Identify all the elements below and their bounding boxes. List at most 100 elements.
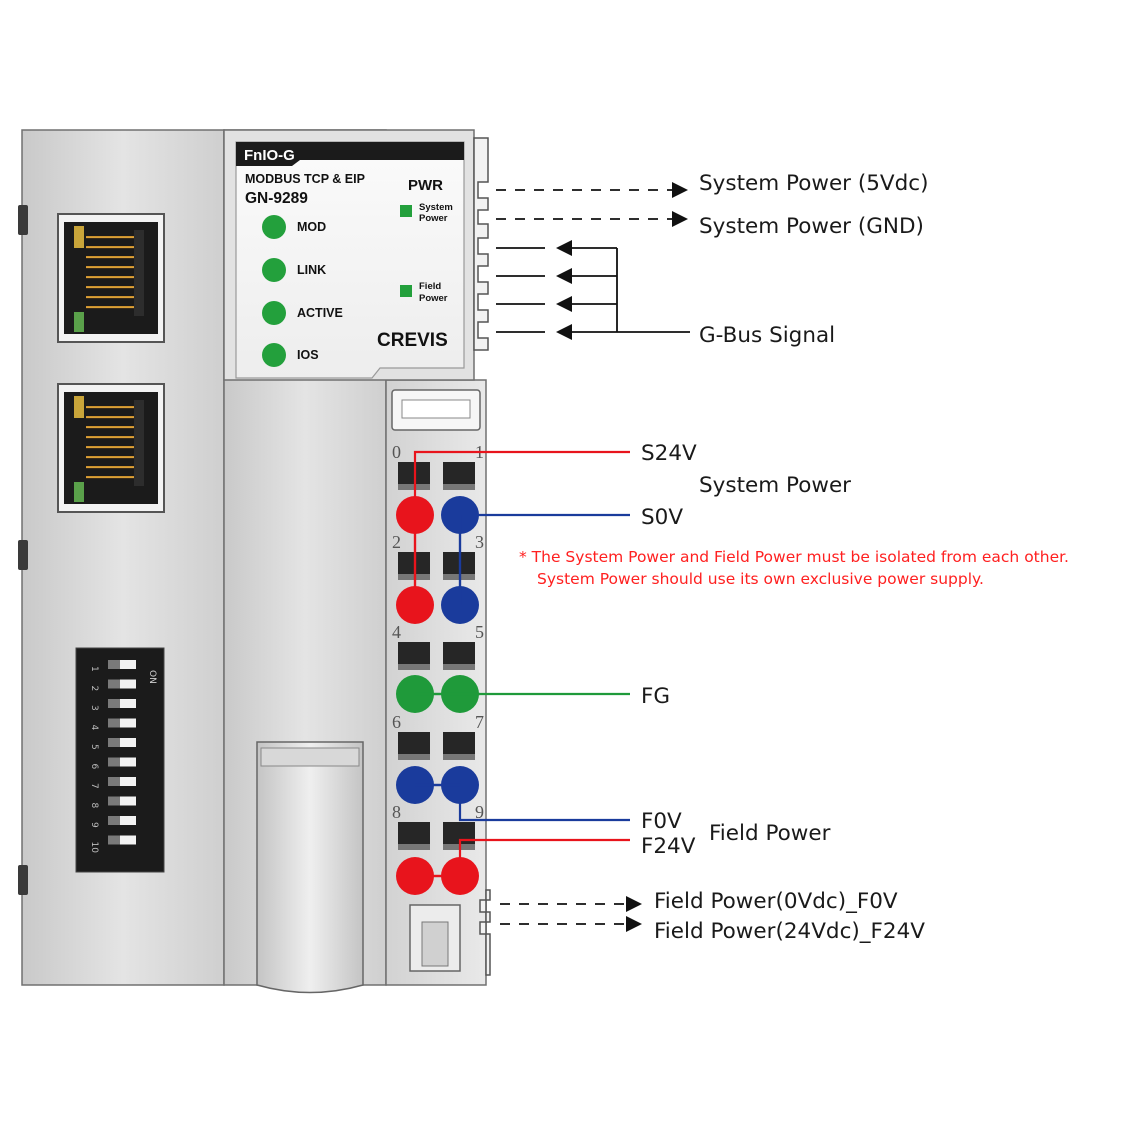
terminal-slot-edge (398, 754, 430, 760)
system-power-gnd-label: System Power (GND) (699, 214, 924, 239)
callout-arrows (496, 182, 690, 932)
terminal-number: 8 (392, 802, 401, 822)
dip-switch-knob (120, 679, 136, 689)
isolation-note-line2: System Power should use its own exclusiv… (537, 570, 984, 588)
field-power-led-line2: Power (419, 293, 448, 304)
terminal-slot-edge (443, 754, 475, 760)
dip-switch-number: 3 (89, 705, 99, 711)
mod-led-label: MOD (297, 220, 326, 234)
rail-notch (18, 540, 28, 570)
dip-switch-knob (120, 757, 136, 767)
ios-led (262, 343, 286, 367)
callout-labels: System Power (5Vdc) System Power (GND) G… (519, 171, 1069, 944)
dip-switch[interactable]: 8 (89, 796, 136, 809)
dip-switch-number: 10 (89, 842, 99, 854)
link-led (262, 258, 286, 282)
series-banner (236, 142, 464, 166)
dip-switch-number: 8 (89, 803, 99, 809)
dip-switch[interactable]: 10 (89, 835, 136, 854)
terminal-number: 2 (392, 532, 401, 552)
field-power-label: Field Power (709, 821, 831, 846)
ethernet-port-1[interactable] (57, 213, 165, 343)
dip-switch-number: 7 (89, 783, 99, 789)
rail-notch (18, 205, 28, 235)
terminal-slot-edge (443, 484, 475, 490)
dip-switch[interactable]: 5 (89, 738, 136, 750)
dip-switch[interactable]: 3 (89, 699, 136, 711)
power-leds: System Power Field Power (400, 202, 453, 304)
system-power-led-line2: Power (419, 213, 448, 224)
dip-switch-number: 1 (89, 666, 99, 672)
dip-switch-knob (120, 718, 136, 728)
dip-switch[interactable]: 7 (89, 777, 136, 789)
pwr-title: PWR (408, 177, 443, 194)
system-power-label: System Power (699, 473, 851, 498)
device-body: ON 1 2 3 4 5 6 7 8 9 10 FnIO-G MODBUS TCP & EIP G… (18, 129, 491, 994)
dip-on-label: ON (147, 670, 157, 684)
release-latch[interactable] (256, 741, 364, 994)
system-power-led-line1: System (419, 202, 453, 213)
dip-switch-block[interactable]: ON 1 2 3 4 5 6 7 8 9 10 (75, 647, 165, 873)
dip-switch-number: 5 (89, 744, 99, 750)
dip-switch-number: 6 (89, 764, 99, 770)
mod-led (262, 215, 286, 239)
system-power-5v-arrowhead (672, 182, 688, 198)
field-power-24v-label: Field Power(24Vdc)_F24V (654, 919, 925, 944)
dip-switch-knob (120, 816, 136, 825)
rail-notch (18, 865, 28, 895)
terminal-number: 4 (392, 622, 401, 642)
dip-switch-number: 4 (89, 725, 99, 731)
field-power-24v-arrowhead (626, 916, 642, 932)
terminal-slot-edge (398, 844, 430, 850)
gbus-arrowhead (556, 296, 572, 312)
s24v-wire (413, 450, 630, 515)
status-leds: MOD LINK ACTIVE IOS (262, 215, 343, 367)
wiring (396, 450, 630, 895)
model-label: GN-9289 (245, 190, 308, 207)
dip-switch[interactable]: 9 (89, 816, 136, 828)
dip-switch-number: 9 (89, 822, 99, 828)
terminal-number: 9 (475, 802, 484, 822)
fg-label: FG (641, 684, 670, 709)
ios-led-label: IOS (297, 348, 319, 362)
gbus-arrowhead (556, 268, 572, 284)
dip-switch[interactable]: 6 (89, 757, 136, 770)
gbus-label: G-Bus Signal (699, 323, 835, 348)
dip-switch[interactable]: 1 (89, 660, 136, 672)
dip-switch-knob (120, 835, 136, 845)
f24v-label: F24V (641, 834, 696, 859)
field-power-0v-arrowhead (626, 896, 642, 912)
system-power-gnd-arrowhead (672, 211, 688, 227)
gbus-contact-comb (473, 137, 489, 351)
link-led-label: LINK (297, 263, 326, 277)
series-label: FnIO-G (244, 147, 295, 164)
terminal-number: 6 (392, 712, 401, 732)
active-led (262, 301, 286, 325)
gbus-arrowhead (556, 240, 572, 256)
dip-switch-knob (120, 738, 136, 747)
brand-label: CREVIS (377, 330, 448, 351)
dip-switch-knob (120, 777, 136, 786)
isolation-note-line1: * The System Power and Field Power must … (519, 548, 1069, 566)
terminal-number: 3 (475, 532, 484, 552)
active-led-label: ACTIVE (297, 306, 343, 320)
terminal-slot-edge (443, 664, 475, 670)
field-power-led (400, 285, 412, 297)
dip-switch[interactable]: 4 (89, 718, 136, 731)
protocol-label: MODBUS TCP & EIP (245, 172, 365, 186)
terminal-release-lever[interactable] (409, 904, 461, 972)
field-power-0v-label: Field Power(0Vdc)_F0V (654, 889, 898, 914)
ethernet-port-2[interactable] (57, 383, 165, 513)
dip-switch-knob (120, 660, 136, 669)
system-power-5v-label: System Power (5Vdc) (699, 171, 928, 196)
field-power-led-line1: Field (419, 281, 441, 292)
terminal-number: 5 (475, 622, 484, 642)
dip-switch[interactable]: 2 (89, 679, 136, 692)
dip-switch-knob (120, 699, 136, 708)
terminal-slot-edge (398, 664, 430, 670)
gbus-arrowhead (556, 324, 572, 340)
dip-switch-knob (120, 796, 136, 806)
field-power-contacts (479, 889, 491, 976)
s24v-label: S24V (641, 441, 697, 466)
